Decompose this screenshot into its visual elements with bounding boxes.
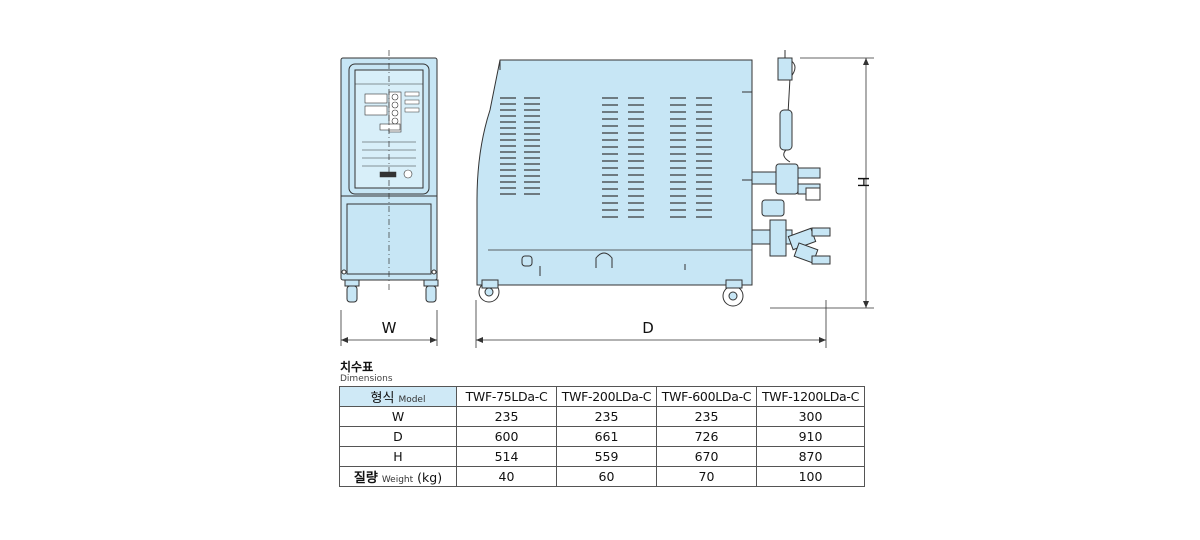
model-header: TWF-1200LDa-C (756, 386, 865, 407)
table-cell: 300 (756, 406, 865, 427)
table-cell: 40 (456, 466, 557, 487)
table-cell: 726 (656, 426, 757, 447)
spec-subtitle: Dimensions (340, 374, 393, 384)
header-label-en: Model (398, 395, 426, 405)
table-cell: 870 (756, 446, 865, 467)
row-label: D (339, 426, 457, 447)
weight-unit: (kg) (417, 470, 443, 485)
table-cell: 235 (456, 406, 557, 427)
dim-h-label: H (854, 176, 872, 187)
row-label: W (339, 406, 457, 427)
row-label: H (339, 446, 457, 467)
table-cell: 559 (556, 446, 657, 467)
table-header-row: 형식 Model TWF-75LDa-C TWF-200LDa-C TWF-60… (339, 386, 865, 407)
table-row: W 235 235 235 300 (339, 406, 865, 427)
weight-label-en: Weight (381, 475, 414, 485)
table-row: D 600 661 726 910 (339, 426, 865, 447)
model-header: TWF-600LDa-C (656, 386, 757, 407)
table-cell: 514 (456, 446, 557, 467)
table-cell: 600 (456, 426, 557, 447)
table-cell: 100 (756, 466, 865, 487)
table-row-weight: 질량 Weight (kg) 40 60 70 100 (339, 466, 865, 487)
dimension-h (770, 57, 874, 309)
table-cell: 661 (556, 426, 657, 447)
header-model-cell: 형식 Model (339, 386, 457, 407)
table-row: H 514 559 670 870 (339, 446, 865, 467)
dim-d-label: D (642, 319, 654, 337)
model-header: TWF-75LDa-C (456, 386, 557, 407)
table-cell: 910 (756, 426, 865, 447)
weight-label-cell: 질량 Weight (kg) (339, 466, 457, 487)
table-cell: 235 (556, 406, 657, 427)
model-header: TWF-200LDa-C (556, 386, 657, 407)
side-vents (500, 97, 712, 218)
table-cell: 70 (656, 466, 757, 487)
spec-title: 치수표 (340, 360, 374, 374)
dim-w-label: W (382, 319, 397, 337)
header-label-ko: 형식 (370, 391, 395, 406)
front-view (340, 50, 439, 303)
table-cell: 670 (656, 446, 757, 467)
machine-drawing: W (340, 50, 874, 348)
side-view (476, 50, 831, 307)
dimension-w (340, 310, 438, 346)
dimensions-table: 형식 Model TWF-75LDa-C TWF-200LDa-C TWF-60… (339, 386, 865, 487)
table-cell: 60 (556, 466, 657, 487)
weight-label-ko: 질량 (353, 471, 378, 486)
table-cell: 235 (656, 406, 757, 427)
